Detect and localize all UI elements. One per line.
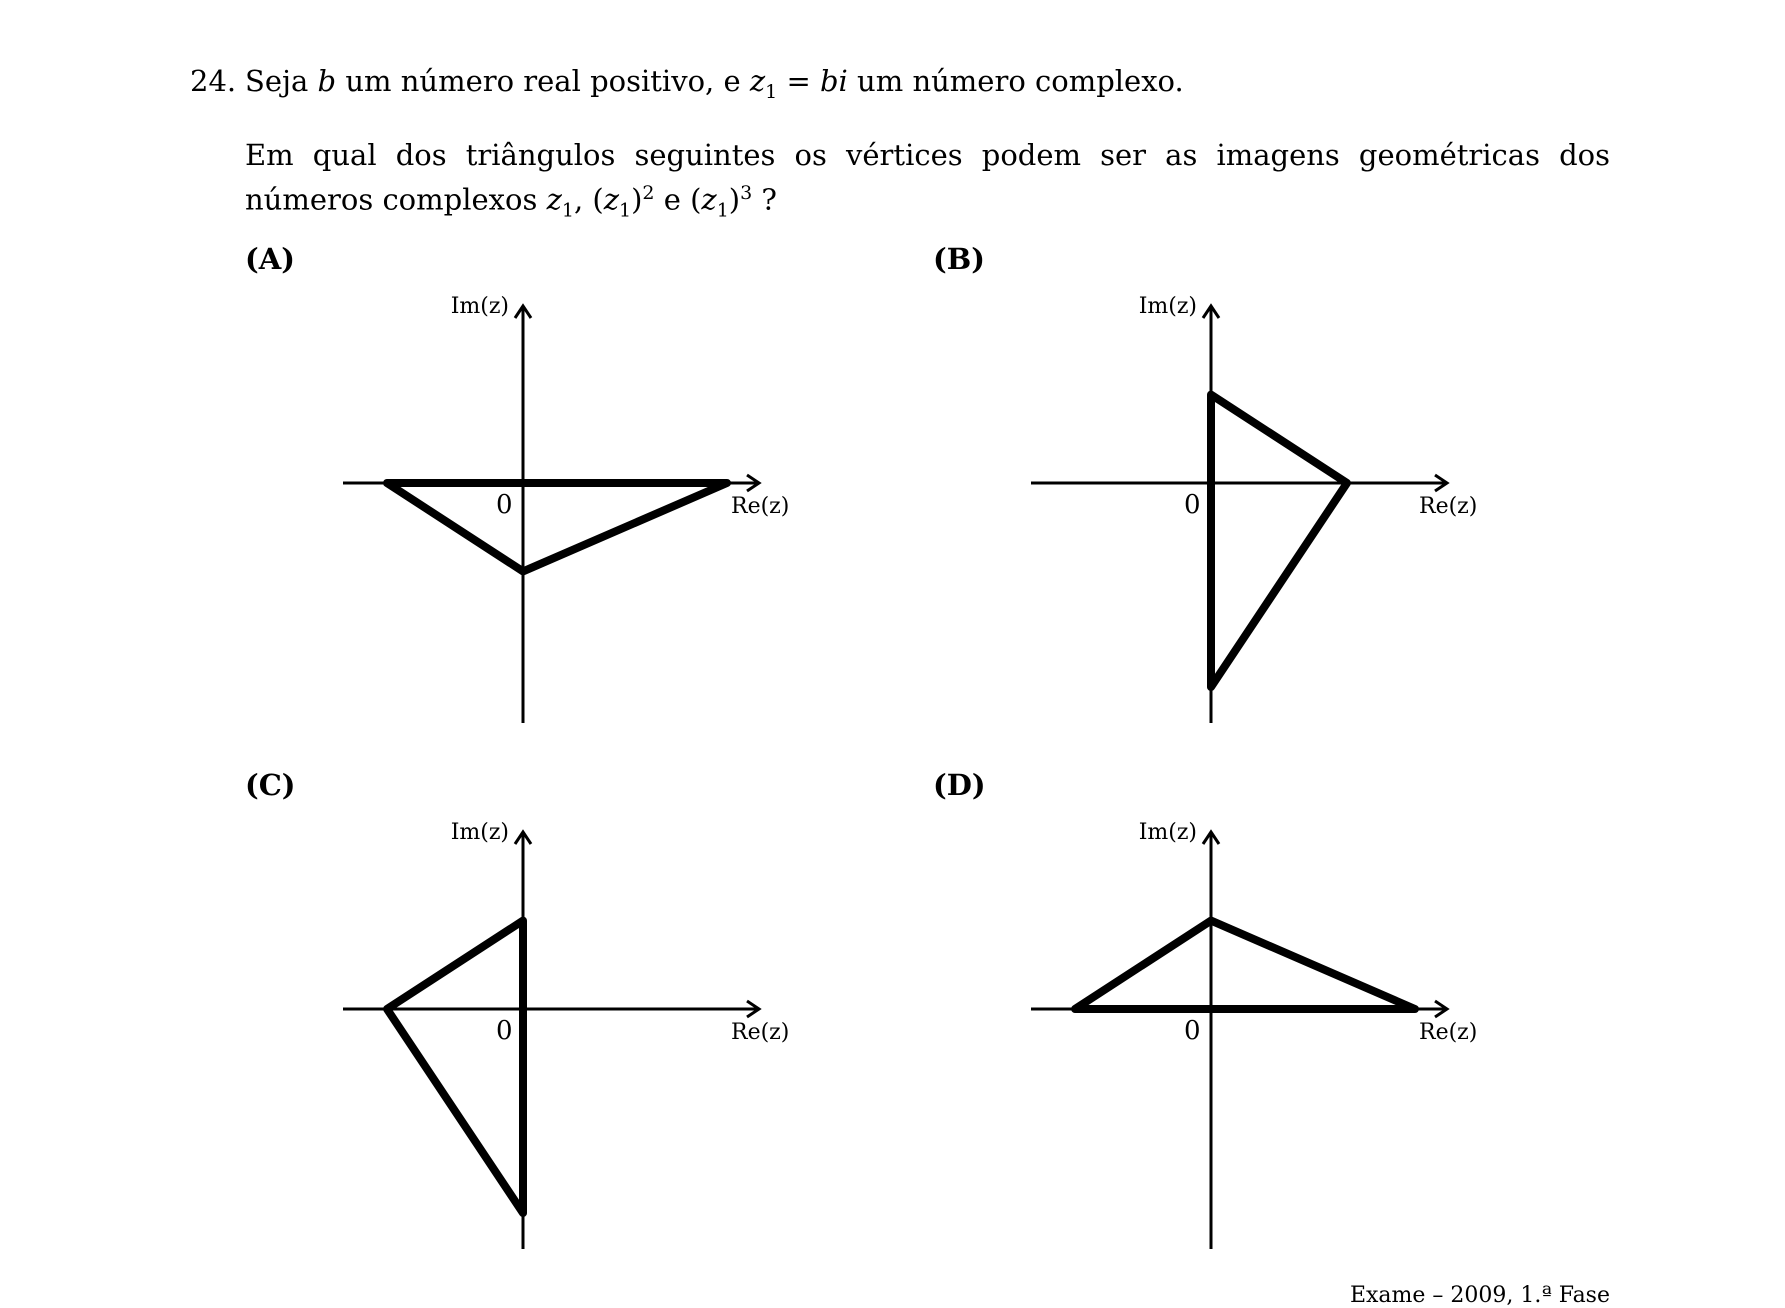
option-c-label[interactable]: (C)	[245, 768, 296, 802]
option-c-im-arrow	[513, 829, 533, 845]
option-d-re-label: Re(z)	[1419, 1020, 1477, 1045]
prompt-sup-3: 3	[740, 182, 753, 204]
option-b-origin-label: 0	[1184, 490, 1201, 520]
intro-text-3: um número complexo.	[847, 64, 1184, 98]
prompt-close-2: )	[728, 182, 741, 217]
equals-sign: =	[777, 64, 820, 98]
option-d-im-arrow	[1201, 829, 1221, 845]
subscript-1: 1	[765, 80, 778, 103]
question-prompt: Em qual dos triângulos seguintes os vért…	[245, 136, 1610, 229]
option-c-im-label: Im(z)	[451, 820, 509, 845]
exam-source: Exame – 2009, 1.ª Fase	[1349, 1283, 1610, 1308]
option-b-triangle	[1207, 390, 1351, 691]
option-b-im-label: Im(z)	[1139, 294, 1197, 319]
prompt-comma: , (	[573, 182, 604, 217]
option-c-re-label: Re(z)	[731, 1020, 789, 1045]
prompt-var-z3: z	[701, 182, 717, 217]
prompt-and: e (	[654, 182, 702, 217]
option-b-im-arrow	[1201, 303, 1221, 319]
variable-b: b	[317, 64, 337, 98]
option-c-re-arrow	[746, 999, 762, 1019]
option-a-origin-label: 0	[496, 490, 513, 520]
option-b-re-label: Re(z)	[1419, 494, 1477, 519]
question-statement: Seja b um número real positivo, e z1 = b…	[245, 64, 1184, 103]
prompt-question-mark: ?	[752, 182, 777, 217]
intro-text-1: Seja	[245, 64, 318, 98]
prompt-var-z2: z	[603, 182, 619, 217]
option-c-origin-label: 0	[496, 1016, 513, 1046]
option-a-re-label: Re(z)	[731, 494, 789, 519]
option-b-label[interactable]: (B)	[933, 242, 985, 276]
option-d-re-arrow	[1434, 999, 1450, 1019]
prompt-close-1: )	[631, 182, 643, 217]
option-b-re-arrow	[1434, 473, 1450, 493]
option-c-triangle	[383, 916, 527, 1217]
prompt-sup-2: 2	[642, 182, 655, 204]
question-number: 24.	[190, 64, 237, 98]
prompt-sub-2: 1	[618, 199, 632, 222]
option-d-origin-label: 0	[1184, 1016, 1201, 1046]
option-d-label[interactable]: (D)	[933, 768, 986, 802]
intro-text-2: um número real positivo, e	[336, 64, 750, 98]
prompt-sub-3: 1	[716, 199, 729, 222]
variable-bi: bi	[819, 64, 848, 98]
prompt-sub-1: 1	[561, 199, 574, 222]
option-a-im-label: Im(z)	[451, 294, 509, 319]
option-d-im-label: Im(z)	[1139, 820, 1197, 845]
option-d-triangle	[1071, 916, 1419, 1013]
prompt-var-z1: z	[546, 182, 562, 217]
option-a-re-arrow	[746, 473, 762, 493]
prompt-text: Em qual dos triângulos seguintes os vért…	[245, 138, 1610, 217]
option-a-im-arrow	[513, 303, 533, 319]
option-a-label[interactable]: (A)	[245, 242, 295, 276]
variable-z: z	[749, 64, 766, 98]
option-a-triangle	[383, 479, 731, 576]
